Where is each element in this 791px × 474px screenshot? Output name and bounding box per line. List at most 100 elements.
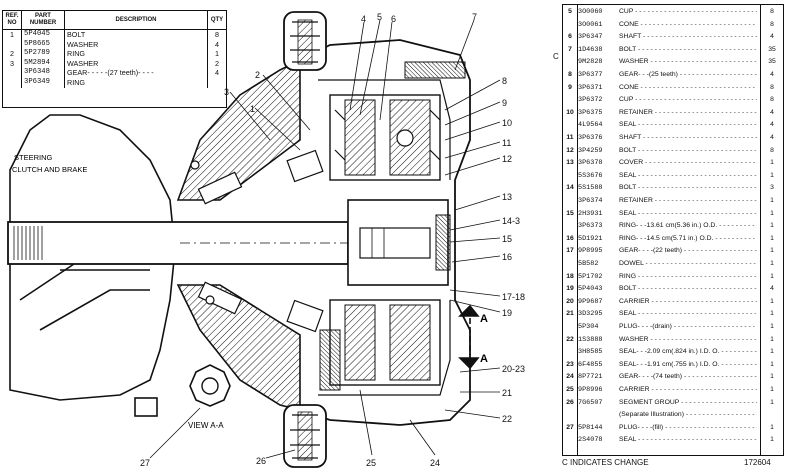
part-number: 1D4638	[578, 45, 603, 54]
leader-lines	[149, 19, 501, 459]
ref-no: 25	[566, 386, 574, 393]
qty: 1	[763, 373, 781, 382]
table-row: 3P6374RETAINER1	[563, 197, 783, 206]
qty: 1	[763, 310, 781, 319]
table-row: 123P4259BOLT8	[563, 146, 783, 156]
table-row: 5S3676SEAL1	[563, 171, 783, 181]
qty: 1	[763, 398, 781, 408]
ref-no: 14	[566, 184, 574, 192]
table-row: 103P6375RETAINER4	[563, 108, 783, 118]
callout-10: 10	[502, 118, 512, 128]
callout-1: 1	[250, 104, 255, 114]
qty: 4	[763, 121, 781, 130]
part-number: 9M2828	[578, 58, 603, 67]
qty: 1	[763, 297, 781, 307]
description: SEAL- - -1.91 cm(.755 in.) I.D. O.	[619, 361, 757, 370]
part-number: 9P8996	[578, 386, 603, 394]
description: SHAFT	[619, 33, 757, 42]
right-parts-table: 53O0060CUP83O0061CONE863P6347SHAFT471D46…	[562, 4, 784, 456]
callout-14-3: 14-3	[502, 216, 520, 226]
callout-8: 8	[502, 76, 507, 86]
ref-no: 6	[568, 33, 572, 41]
table-row: 209P9687CARRIER1	[563, 297, 783, 307]
header-part-number: PART NUMBER	[21, 11, 65, 30]
description: SEAL	[619, 121, 757, 130]
qty: 35	[763, 45, 781, 55]
qty: 4	[215, 68, 219, 78]
description: WASHER	[619, 58, 757, 67]
callout-17-18: 17-18	[502, 292, 525, 302]
part-number: 3P6348	[21, 68, 65, 78]
table-row: 9M2828WASHER35	[563, 58, 783, 67]
ref-no: 9	[568, 83, 572, 91]
callout-15: 15	[502, 234, 512, 244]
planetary-gear-lower	[319, 299, 441, 391]
part-number: 6F4855	[578, 360, 603, 369]
bearings	[190, 149, 324, 333]
part-number: 5P4045	[21, 29, 65, 40]
part-number: 3O0060	[578, 8, 603, 16]
ref-no: 11	[566, 134, 574, 141]
callout-7: 7	[472, 12, 477, 22]
header-description: DESCRIPTION	[64, 11, 208, 30]
part-number: 4L9564	[578, 121, 603, 130]
qty: 1	[763, 436, 781, 445]
part-number: 5S3676	[578, 171, 603, 180]
qty: 4	[763, 285, 781, 294]
steering-label: STEERING	[14, 153, 53, 162]
qty: 8	[763, 83, 781, 93]
table-row: 71D4638BOLT35	[563, 45, 783, 55]
qty: 1	[763, 222, 781, 231]
ref-no: 19	[566, 285, 574, 293]
part-number: 3P6373	[578, 222, 603, 231]
table-row: 195P4043BOLT4	[563, 285, 783, 294]
table-row: 145S1588BOLT3	[563, 184, 783, 193]
qty: 1	[763, 360, 781, 370]
part-number: 3P6371	[578, 83, 603, 92]
callout-3: 3	[224, 87, 229, 97]
part-number: 3P6378	[578, 159, 603, 168]
part-number: 5B582	[578, 260, 599, 268]
description: PLUG- - - -(drain)	[619, 323, 757, 332]
description: PLUG- - - -(fill)	[619, 424, 757, 433]
description: WASHER	[64, 39, 208, 50]
planetary-gear-upper	[329, 94, 441, 181]
drawing-number: 172604	[744, 458, 771, 467]
ref-no: 23	[566, 360, 574, 368]
part-number: 8P7721	[578, 373, 603, 382]
callout-4: 4	[361, 14, 366, 24]
part-number: 3P6347	[578, 33, 603, 42]
description: RING	[64, 49, 208, 59]
callout-11: 11	[502, 138, 511, 148]
part-number: 5P2789	[21, 49, 65, 59]
description: CARRIER	[619, 386, 757, 395]
qty: 1	[763, 335, 781, 345]
final-drive-cross-section: A A VIEW A-A STEERING CLUTCH AND BRAKE	[7, 11, 525, 468]
description: SEAL	[619, 172, 757, 181]
description: SEAL- - -2.09 cm(.824 in.) I.D. O.	[619, 348, 757, 357]
sun-gear-hub	[347, 199, 451, 286]
description: SHAFT	[619, 134, 757, 143]
table-row: (Separate Illustration)	[563, 411, 783, 420]
description: RING	[619, 273, 757, 282]
qty: 1	[763, 272, 781, 282]
part-number: 5P8144	[578, 423, 603, 432]
final-drive-housing	[176, 39, 471, 426]
callout-16: 16	[502, 252, 512, 262]
sprocket-rim-top	[283, 11, 327, 71]
callout-2: 2	[255, 70, 260, 80]
callout-26: 26	[256, 456, 266, 466]
ref-no: 27	[566, 423, 574, 431]
part-number: 1S3888	[578, 335, 603, 344]
qty: 1	[763, 159, 781, 168]
part-number: 3P6376	[578, 134, 603, 142]
ref-no: 15	[566, 209, 574, 217]
description: COVER	[619, 159, 757, 168]
description: SEAL	[619, 310, 757, 319]
